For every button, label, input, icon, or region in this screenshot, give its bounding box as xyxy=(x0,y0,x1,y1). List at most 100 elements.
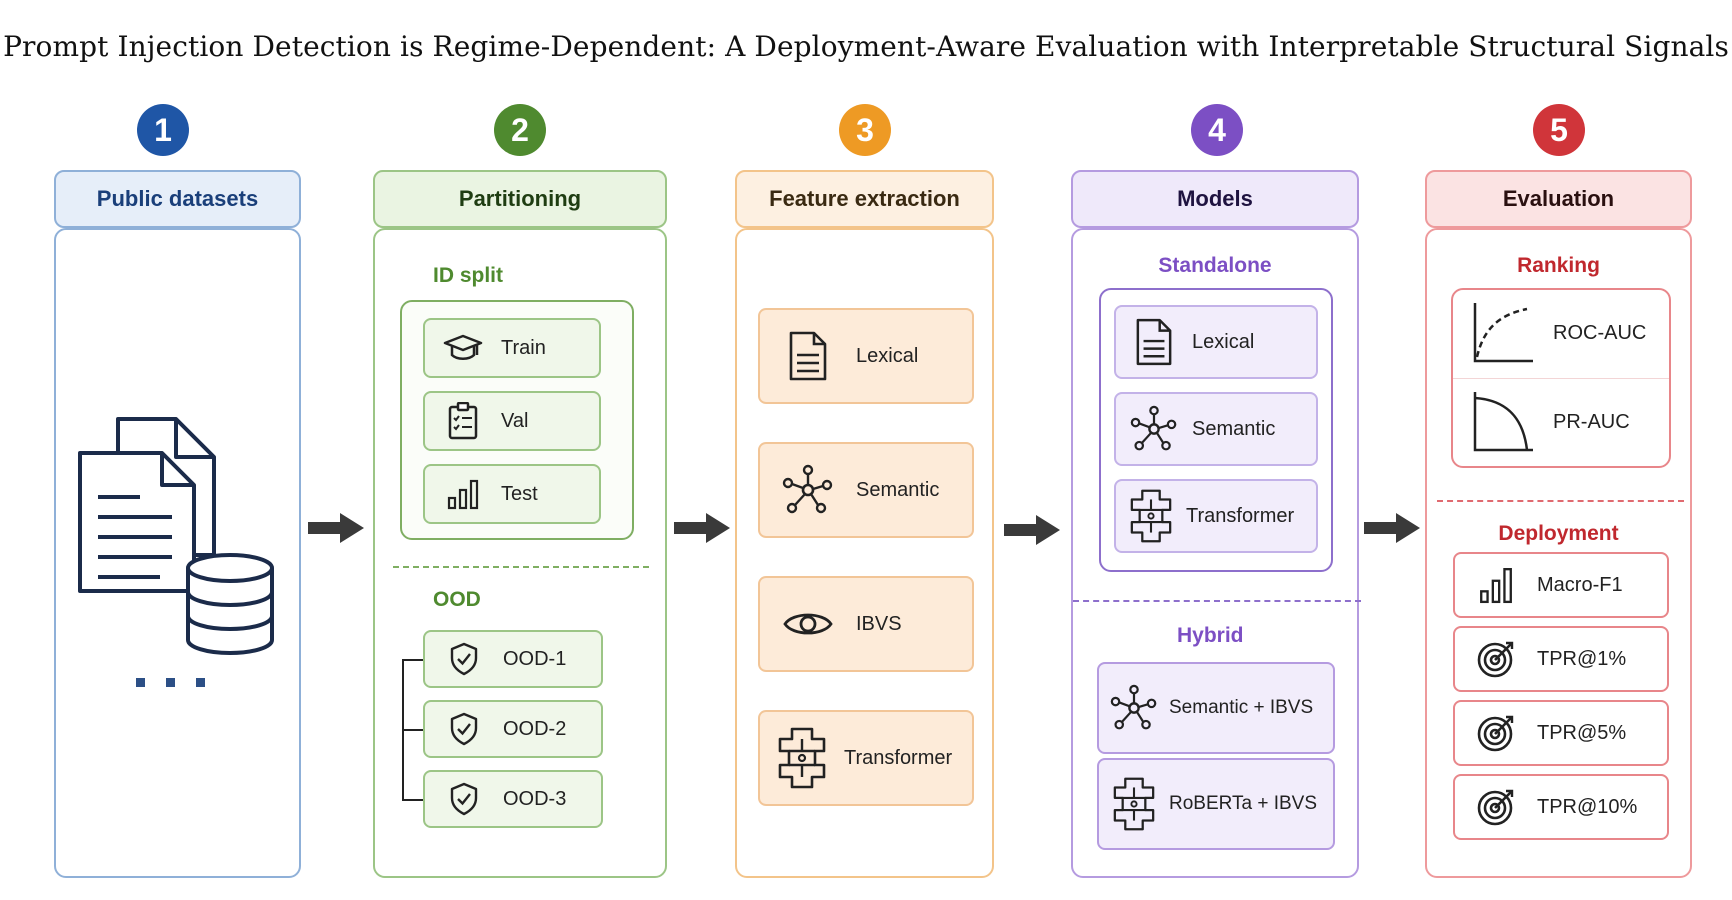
ood-3-label: OOD-3 xyxy=(503,787,567,810)
ood-2-split: OOD-2 xyxy=(423,700,603,758)
lexical-model: Lexical xyxy=(1114,305,1318,379)
ood-label: OOD xyxy=(433,588,481,611)
val-label: Val xyxy=(501,409,529,432)
target-icon xyxy=(1477,789,1514,826)
semantic-feature: Semantic xyxy=(758,442,974,538)
test-label: Test xyxy=(501,482,538,505)
tpr-5-label: TPR@5% xyxy=(1537,721,1627,744)
lexical-label: Lexical xyxy=(856,344,919,367)
id-split-label: ID split xyxy=(433,264,504,287)
transformer-feature: Transformer xyxy=(758,710,974,806)
step-4-body: Standalone Lexical Semantic Transformer … xyxy=(1071,228,1361,878)
step-2-header: Partitioning xyxy=(373,170,667,228)
clipboard-icon xyxy=(448,402,478,440)
shield-check-icon xyxy=(450,712,478,746)
standalone-label: Standalone xyxy=(1158,254,1272,277)
semantic-ibvs-model: Semantic + IBVS xyxy=(1097,662,1335,754)
pr-auc-label: PR-AUC xyxy=(1553,410,1630,433)
arrow-icon xyxy=(1364,513,1420,543)
ood-2-label: OOD-2 xyxy=(503,717,567,740)
eye-icon xyxy=(783,613,833,635)
section-divider xyxy=(393,566,649,568)
train-label: Train xyxy=(501,336,546,359)
pr-auc-metric: PR-AUC xyxy=(1453,378,1669,466)
tpr-10-metric: TPR@10% xyxy=(1453,774,1669,840)
step-1-body xyxy=(54,228,301,878)
shield-check-icon xyxy=(450,642,478,676)
tpr-10-label: TPR@10% xyxy=(1537,795,1638,818)
step-partitioning: Partitioning ID split Train Val Test OOD… xyxy=(373,170,667,878)
transformer-model-label: Transformer xyxy=(1186,504,1295,527)
semantic-model-label: Semantic xyxy=(1192,417,1276,440)
transformer-model: Transformer xyxy=(1114,479,1318,553)
document-icon xyxy=(1136,318,1172,366)
step-4-badge: 4 xyxy=(1191,104,1243,156)
ood-3-split: OOD-3 xyxy=(423,770,603,828)
lexical-feature: Lexical xyxy=(758,308,974,404)
deployment-label: Deployment xyxy=(1498,522,1619,545)
semantic-model: Semantic xyxy=(1114,392,1318,466)
step-5-badge: 5 xyxy=(1533,104,1585,156)
macro-f1-label: Macro-F1 xyxy=(1537,573,1623,596)
roberta-ibvs-model: RoBERTa + IBVS xyxy=(1097,758,1335,850)
step-1-badge: 1 xyxy=(137,104,189,156)
step-3-header: Feature extraction xyxy=(735,170,994,228)
network-icon xyxy=(1110,684,1157,730)
tpr-1-metric: TPR@1% xyxy=(1453,626,1669,692)
step-2-body: ID split Train Val Test OOD OOD-1 OOD-2 xyxy=(373,228,667,878)
transformer-label: Transformer xyxy=(844,746,953,769)
arrow-icon xyxy=(308,513,364,543)
section-divider xyxy=(1437,500,1684,502)
ranking-label: Ranking xyxy=(1517,254,1600,277)
documents-icon xyxy=(78,417,216,593)
train-split: Train xyxy=(423,318,601,378)
roc-curve-icon xyxy=(1473,303,1533,363)
roc-auc-label: ROC-AUC xyxy=(1553,321,1647,344)
pr-curve-icon xyxy=(1473,392,1533,452)
target-icon xyxy=(1477,715,1514,752)
step-3-badge: 3 xyxy=(839,104,891,156)
tpr-5-metric: TPR@5% xyxy=(1453,700,1669,766)
chip-icon xyxy=(1130,489,1172,543)
step-2-badge: 2 xyxy=(494,104,546,156)
ood-1-label: OOD-1 xyxy=(503,647,567,670)
ibvs-label: IBVS xyxy=(856,612,902,635)
document-icon xyxy=(789,331,827,381)
step-5-body: Ranking ROC-AUC PR-AUC Deployment Macro-… xyxy=(1425,228,1692,878)
ood-bracket xyxy=(402,659,425,801)
lexical-model-label: Lexical xyxy=(1192,330,1255,353)
bar-chart-icon xyxy=(1480,568,1512,604)
step-4-header: Models xyxy=(1071,170,1359,228)
section-divider xyxy=(1073,600,1361,602)
page-title: Prompt Injection Detection is Regime-Dep… xyxy=(3,30,1729,63)
chip-icon xyxy=(778,727,826,789)
ibvs-feature: IBVS xyxy=(758,576,974,672)
graduation-cap-icon xyxy=(443,334,483,360)
roc-auc-metric: ROC-AUC xyxy=(1453,290,1669,376)
standalone-group xyxy=(1099,288,1333,572)
step-models: Models Standalone Lexical Semantic Trans… xyxy=(1071,170,1361,878)
target-icon xyxy=(1477,641,1514,678)
roberta-ibvs-label: RoBERTa + IBVS xyxy=(1169,793,1318,814)
hybrid-label: Hybrid xyxy=(1177,624,1244,647)
ranking-group xyxy=(1451,288,1671,468)
network-icon xyxy=(1130,405,1177,451)
tpr-1-label: TPR@1% xyxy=(1537,647,1627,670)
macro-f1-metric: Macro-F1 xyxy=(1453,552,1669,618)
step-public-datasets: Public datasets xyxy=(54,170,301,878)
arrow-icon xyxy=(1004,515,1060,545)
ellipsis-icon xyxy=(136,678,205,687)
step-evaluation: Evaluation Ranking ROC-AUC PR-AUC Deploy… xyxy=(1425,170,1692,878)
chip-icon xyxy=(1113,777,1155,831)
database-icon xyxy=(186,553,274,655)
step-1-header: Public datasets xyxy=(54,170,301,228)
test-split: Test xyxy=(423,464,601,524)
step-3-body: Lexical Semantic IBVS Transformer xyxy=(735,228,994,878)
val-split: Val xyxy=(423,391,601,451)
arrow-icon xyxy=(674,513,730,543)
network-icon xyxy=(782,464,833,514)
bar-chart-icon xyxy=(447,479,479,510)
shield-check-icon xyxy=(450,782,478,816)
step-5-header: Evaluation xyxy=(1425,170,1692,228)
semantic-label: Semantic xyxy=(856,478,940,501)
